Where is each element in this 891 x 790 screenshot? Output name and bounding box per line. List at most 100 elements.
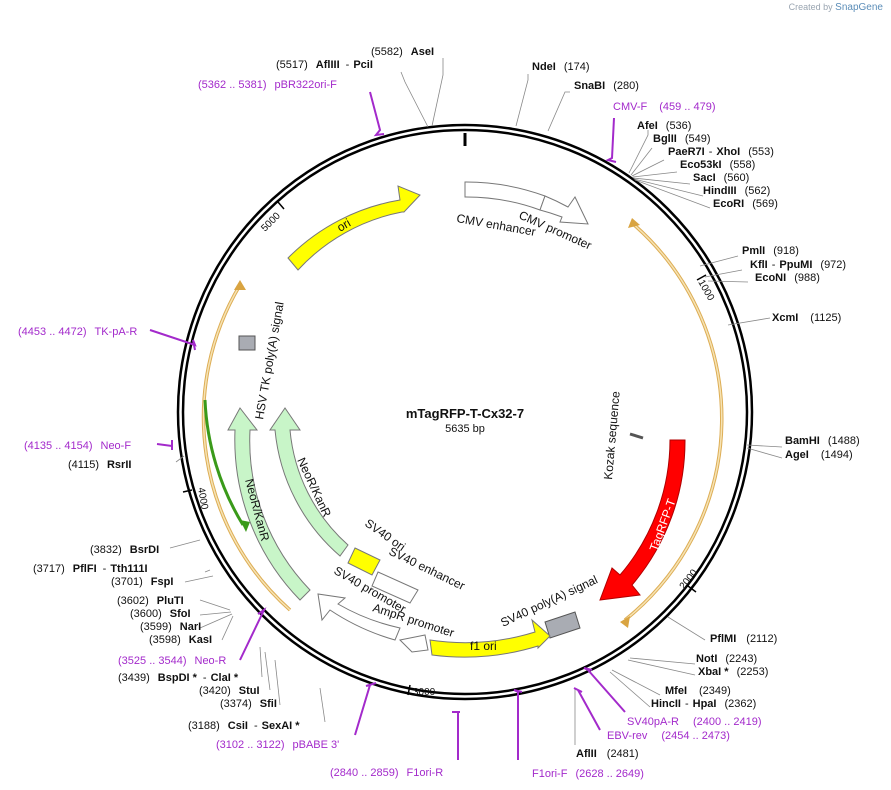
enzyme-bsrdi: BsrDI [130, 544, 159, 556]
enzyme-hindiii: HindIII [703, 185, 737, 197]
primer-pbr322ori-f: pBR322ori-F [275, 79, 338, 91]
svg-text:XbaI *(2253): XbaI *(2253) [698, 666, 768, 678]
enzyme-ecori: EcoRI [713, 198, 744, 210]
enzyme-paer7i: PaeR7I [668, 146, 705, 158]
svg-text:AfeI(536): AfeI(536) [637, 120, 691, 132]
feature-sv40-polya-signal: SV40 poly(A) signal [498, 572, 600, 639]
enzyme-csii: CsiI [228, 720, 248, 732]
svg-text:(4135 .. 4154)Neo-F: (4135 .. 4154)Neo-F [24, 440, 131, 452]
enzyme-bspdi: BspDI * [158, 672, 198, 684]
svg-text:XcmI(1125): XcmI(1125) [772, 312, 841, 324]
enzyme-labels-right: NdeI(174) SnaBI(280) AfeI(536) BglII(549… [532, 61, 860, 760]
feature-neor-kanr-inner: NeoR/KanR [269, 407, 349, 557]
neo-orf-arc [203, 399, 250, 532]
feature-label-hsv-tk-polya-signal: HSV TK poly(A) signal [252, 301, 286, 421]
svg-text:HindIII(562): HindIII(562) [703, 185, 770, 197]
enzyme-pflfi: PflFI [73, 563, 97, 575]
enzyme-agei: AgeI [785, 449, 809, 461]
enzyme-afei: AfeI [637, 120, 658, 132]
svg-text:SV40pA-R(2400 .. 2419): SV40pA-R(2400 .. 2419) [627, 716, 761, 728]
svg-text:SnaBI(280): SnaBI(280) [574, 80, 639, 92]
svg-text:(4115)RsrII: (4115)RsrII [68, 459, 131, 471]
enzyme-leader-lines-left [169, 58, 444, 723]
enzyme-labels-left: (5582)AseI (5517)AflIII-PciI (4115)RsrII… [33, 46, 434, 732]
enzyme-kasi: KasI [189, 634, 212, 646]
enzyme-econi: EcoNI [755, 272, 786, 284]
enzyme-sfii: SfiI [260, 698, 277, 710]
feature-f1-ori: f1 ori [429, 618, 551, 658]
svg-text:(3188)CsiI-SexAI *: (3188)CsiI-SexAI * [188, 720, 300, 732]
primer-f1ori-r: F1ori-R [407, 767, 444, 779]
svg-text:EcoRI(569): EcoRI(569) [713, 198, 778, 210]
tick-label-1000: 1000 [695, 278, 716, 303]
primer-f1ori-f: F1ori-F [532, 768, 568, 780]
primer-marks [149, 91, 626, 760]
plasmid-length: 5635 bp [445, 423, 485, 435]
svg-text:(3600)SfoI: (3600)SfoI [130, 608, 191, 620]
primer-ebv-rev: EBV-rev [607, 730, 648, 742]
enzyme-leader-lines-right [515, 74, 783, 745]
svg-text:F1ori-F(2628 .. 2649): F1ori-F(2628 .. 2649) [532, 768, 644, 780]
enzyme-noti: NotI [696, 653, 717, 665]
enzyme-pluti: PluTI [157, 595, 184, 607]
svg-text:BamHI(1488): BamHI(1488) [785, 435, 860, 447]
svg-text:EcoNI(988): EcoNI(988) [755, 272, 820, 284]
svg-text:KflI-PpuMI(972): KflI-PpuMI(972) [750, 259, 846, 271]
enzyme-stui: StuI [239, 685, 260, 697]
tick-marks: 1000 2000 3000 4000 5000 [182, 201, 716, 698]
svg-text:(3102 .. 3122)pBABE 3': (3102 .. 3122)pBABE 3' [216, 739, 339, 751]
enzyme-bglii: BglII [653, 133, 677, 145]
plasmid-backbone [176, 123, 754, 701]
svg-text:AflII(2481): AflII(2481) [576, 748, 639, 760]
enzyme-pmli: PmlI [742, 245, 765, 257]
svg-text:HincII-HpaI(2362): HincII-HpaI(2362) [651, 698, 756, 710]
enzyme-saci: SacI [693, 172, 716, 184]
enzyme-afliii: AflIII [316, 59, 340, 71]
svg-text:(3717)PflFI-Tth111I: (3717)PflFI-Tth111I [33, 563, 148, 575]
feature-label-sv40-ori: SV40 ori [362, 516, 408, 554]
tick-label-4000: 4000 [195, 487, 210, 511]
svg-text:BglII(549): BglII(549) [653, 133, 711, 145]
primer-pbabe-3: pBABE 3' [293, 739, 340, 751]
svg-text:(4453 .. 4472)TK-pA-R: (4453 .. 4472)TK-pA-R [18, 326, 137, 338]
enzyme-bamhi: BamHI [785, 435, 820, 447]
primer-neo-f: Neo-F [101, 440, 132, 452]
primer-cmv-f: CMV-F [613, 101, 648, 113]
enzyme-snabi: SnaBI [574, 80, 605, 92]
tick-label-3000: 3000 [413, 687, 436, 698]
svg-text:(5517)AflIII-PciI: (5517)AflIII-PciI [276, 59, 373, 71]
enzyme-fspi: FspI [151, 576, 174, 588]
svg-text:PaeR7I-XhoI(553): PaeR7I-XhoI(553) [668, 146, 774, 158]
enzyme-hincii: HincII [651, 698, 681, 710]
svg-text:(3598)KasI: (3598)KasI [149, 634, 212, 646]
svg-text:NdeI(174): NdeI(174) [532, 61, 590, 73]
feature-label-ori: ori [335, 216, 354, 235]
enzyme-rsrii: RsrII [107, 459, 131, 471]
svg-text:MfeI(2349): MfeI(2349) [665, 685, 731, 697]
svg-text:SacI(560): SacI(560) [693, 172, 749, 184]
enzyme-xcmi: XcmI [772, 312, 798, 324]
plasmid-name: mTagRFP-T-Cx32-7 [406, 406, 524, 421]
feature-label-f1-ori: f1 ori [470, 639, 497, 653]
svg-text:(3420)StuI: (3420)StuI [199, 685, 260, 697]
feature-ori: ori [287, 185, 421, 271]
feature-sv40-promoter: SV40 promoter [317, 563, 408, 641]
svg-text:CMV-F(459 .. 479): CMV-F(459 .. 479) [613, 101, 716, 113]
svg-text:(3374)SfiI: (3374)SfiI [220, 698, 277, 710]
primer-neo-r: Neo-R [195, 655, 227, 667]
primer-tk-pa-r: TK-pA-R [95, 326, 138, 338]
svg-text:(3439)BspDI *-ClaI *: (3439)BspDI *-ClaI * [118, 672, 239, 684]
enzyme-kfli: KflI [750, 259, 768, 271]
svg-text:NotI(2243): NotI(2243) [696, 653, 757, 665]
enzyme-ndei: NdeI [532, 61, 556, 73]
svg-text:PflMI(2112): PflMI(2112) [710, 633, 777, 645]
enzyme-pflmi: PflMI [710, 633, 736, 645]
enzyme-xbai: XbaI * [698, 666, 729, 678]
feature-hsv-tk-polya-signal: HSV TK poly(A) signal [238, 301, 287, 421]
primer-sv40pa-r: SV40pA-R [627, 716, 679, 728]
svg-text:(3832)BsrDI: (3832)BsrDI [90, 544, 159, 556]
enzyme-mfei: MfeI [665, 685, 687, 697]
svg-text:(3602)PluTI: (3602)PluTI [117, 595, 184, 607]
feature-sv40-ori: SV40 ori [347, 516, 408, 576]
